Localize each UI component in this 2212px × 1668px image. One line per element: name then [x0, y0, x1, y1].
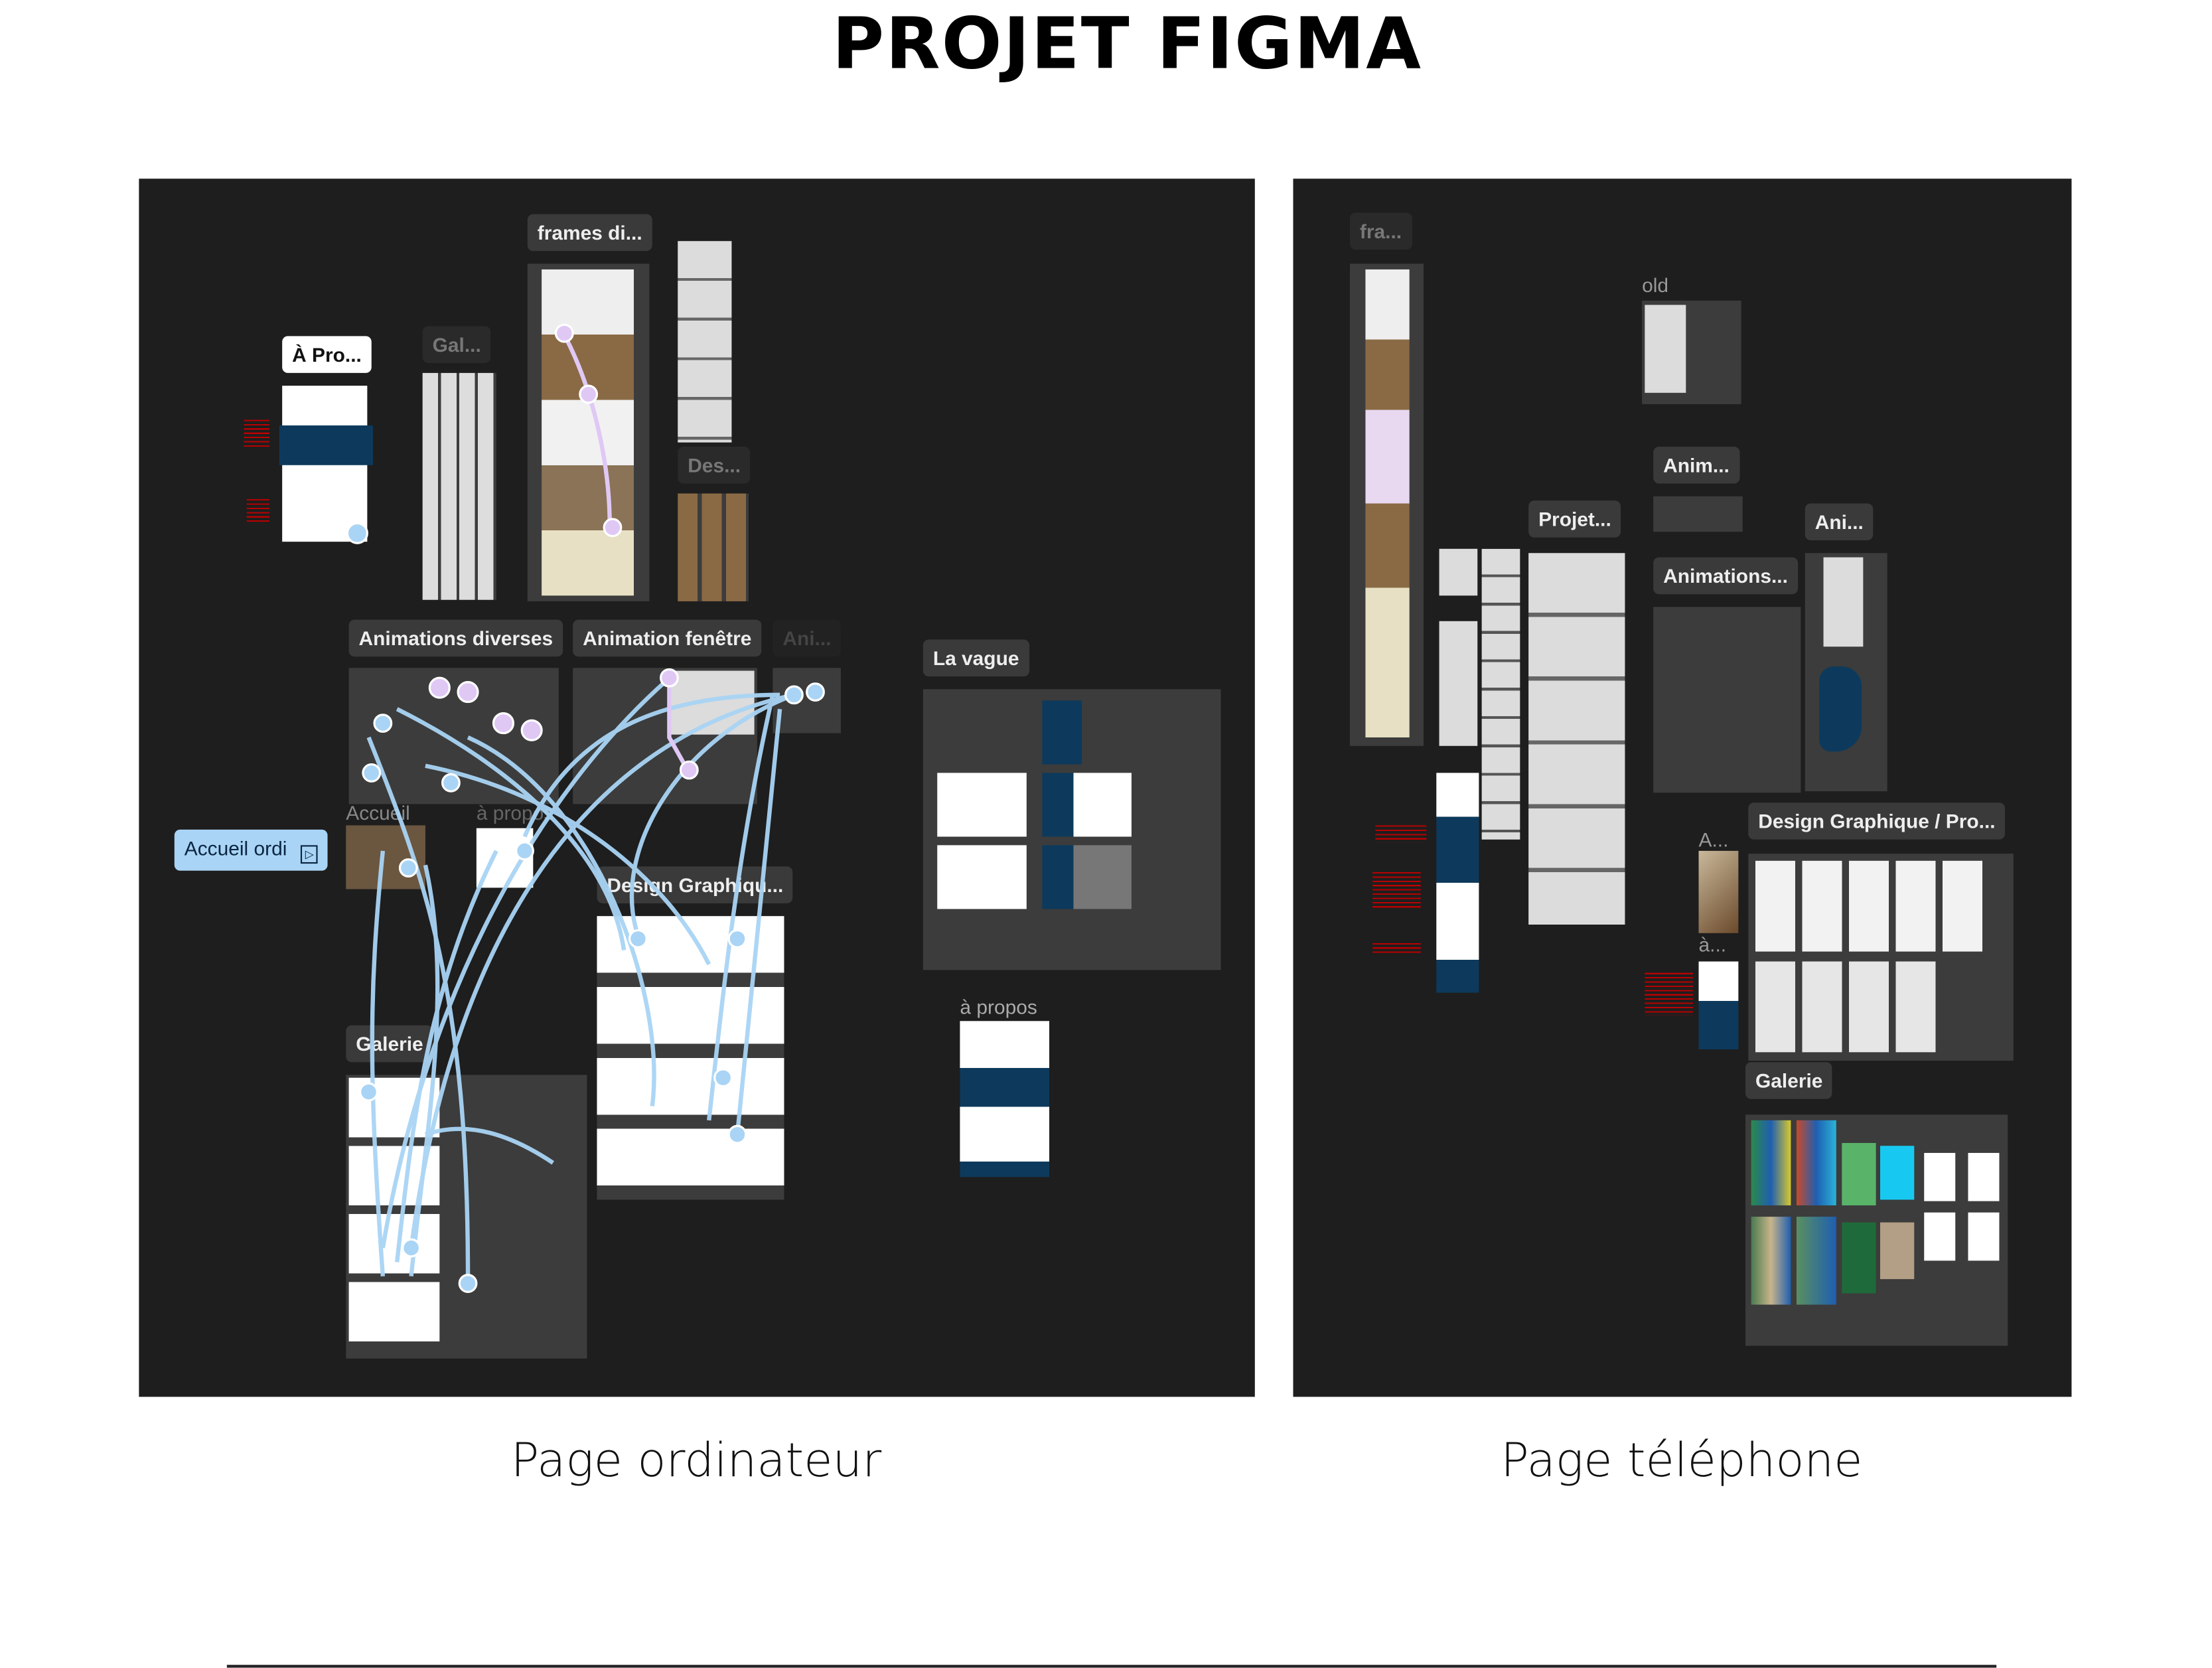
- gallery-page: [1751, 1120, 1791, 1206]
- frame-label-a-propos-small[interactable]: à propos: [476, 801, 554, 824]
- frame-label-des[interactable]: Des...: [678, 446, 751, 484]
- wave-frame: [1042, 700, 1082, 765]
- old-page: [1645, 305, 1686, 393]
- annotation-note: [244, 419, 269, 449]
- project-pages-row: [1755, 860, 1988, 952]
- play-frame-icon: ▷: [301, 845, 319, 864]
- gallery-page: [1924, 1152, 1956, 1201]
- wave-frame: [1042, 845, 1132, 909]
- gallery-page: [1880, 1146, 1915, 1200]
- caption-mobile: Page téléphone: [1501, 1432, 1863, 1488]
- frame-label-design-graphique-pro[interactable]: Design Graphique / Pro...: [1748, 802, 2006, 840]
- frame-label-ani-mobile[interactable]: Ani...: [1805, 503, 1874, 541]
- gallery-page: [1880, 1222, 1915, 1280]
- wave-frame: [937, 845, 1027, 909]
- frame-accueil[interactable]: [346, 825, 425, 889]
- annotation-note: [1372, 943, 1421, 954]
- gallery-page: [1842, 1222, 1876, 1294]
- frame-label-frames-di[interactable]: frames di...: [527, 214, 652, 252]
- image-thumbnail: [542, 269, 634, 596]
- galerie-page: [348, 1077, 440, 1345]
- frame-label-accueil[interactable]: Accueil: [346, 801, 410, 824]
- flow-start-label: Accueil ordi: [184, 836, 287, 860]
- frame-a-lower[interactable]: [1698, 961, 1739, 1050]
- frame-label-galerie[interactable]: Galerie: [346, 1025, 433, 1063]
- frame-label-galerie-short[interactable]: Gal...: [422, 326, 491, 363]
- frame-animations[interactable]: [1653, 607, 1801, 793]
- frame-label-a-lower[interactable]: à...: [1698, 933, 1727, 956]
- gallery-page: [1968, 1212, 2000, 1261]
- annotation-note: [1375, 825, 1427, 843]
- annotation-note: [1645, 972, 1693, 1016]
- frame-grid-small[interactable]: [1439, 548, 1478, 596]
- project-pages-row: [1755, 961, 1941, 1053]
- frame-label-animation-fenetre[interactable]: Animation fenêtre: [573, 619, 762, 657]
- frame-label-design-graphique[interactable]: Design Graphiqu...: [597, 866, 794, 903]
- frame-window-preview: [669, 670, 755, 735]
- frame-label-a-propos-bottom[interactable]: à propos: [960, 995, 1037, 1019]
- frame-label-projet[interactable]: Projet...: [1528, 500, 1621, 538]
- frame-galerie-grid[interactable]: [422, 372, 496, 600]
- gallery-page: [1796, 1217, 1836, 1305]
- frame-grid-tall[interactable]: [1439, 621, 1478, 746]
- frame-a-propos-desktop[interactable]: [476, 828, 534, 888]
- wave-frame: [937, 773, 1027, 837]
- annotation-note: [1372, 872, 1421, 909]
- frame-label-fra[interactable]: fra...: [1349, 212, 1412, 250]
- frame-a-short[interactable]: [1698, 850, 1739, 933]
- frame-label-a-short[interactable]: A...: [1698, 828, 1729, 851]
- gallery-page: [1751, 1217, 1791, 1305]
- frame-label-la-vague[interactable]: La vague: [922, 639, 1029, 677]
- frame-label-animations[interactable]: Animations...: [1653, 557, 1798, 595]
- frame-ani[interactable]: [773, 668, 841, 733]
- caption-desktop: Page ordinateur: [510, 1432, 882, 1488]
- frame-design-graphique[interactable]: [597, 916, 784, 1200]
- gallery-page: [1796, 1120, 1836, 1206]
- frame-label-ani[interactable]: Ani...: [773, 619, 842, 657]
- annotation-note: [246, 499, 269, 522]
- frame-animations-diverses[interactable]: [348, 668, 559, 804]
- frame-grid-column[interactable]: [1481, 548, 1520, 840]
- frame-a-propos-band: [279, 425, 373, 465]
- frame-projet[interactable]: [1528, 553, 1625, 925]
- frame-des-stack[interactable]: [678, 241, 732, 443]
- frame-label-galerie-mobile[interactable]: Galerie: [1745, 1062, 1833, 1099]
- frame-label-a-propos[interactable]: À Pro...: [282, 336, 372, 373]
- frame-label-anim[interactable]: Anim...: [1653, 446, 1739, 484]
- page-title: PROJET FIGMA: [832, 3, 1423, 86]
- accueil-ordi-flow-start[interactable]: Accueil ordi ▷: [174, 829, 329, 871]
- frame-label-animations-diverses[interactable]: Animations diverses: [348, 619, 563, 657]
- frame-anim[interactable]: [1653, 496, 1743, 532]
- frame-a-propos-bottom[interactable]: [960, 1021, 1050, 1177]
- frame-des-grid[interactable]: [678, 493, 749, 601]
- gallery-page: [1924, 1212, 1956, 1261]
- image-thumbnail: [1365, 269, 1410, 737]
- frame-mobile-a-propos[interactable]: [1436, 773, 1479, 993]
- bottom-divider: [226, 1665, 1997, 1668]
- wave-frame: [1042, 773, 1132, 837]
- ani-blob: [1819, 666, 1862, 752]
- ani-page: [1823, 557, 1864, 647]
- gallery-page: [1968, 1152, 2000, 1201]
- gallery-page: [1842, 1143, 1876, 1206]
- frame-label-old[interactable]: old: [1642, 273, 1668, 297]
